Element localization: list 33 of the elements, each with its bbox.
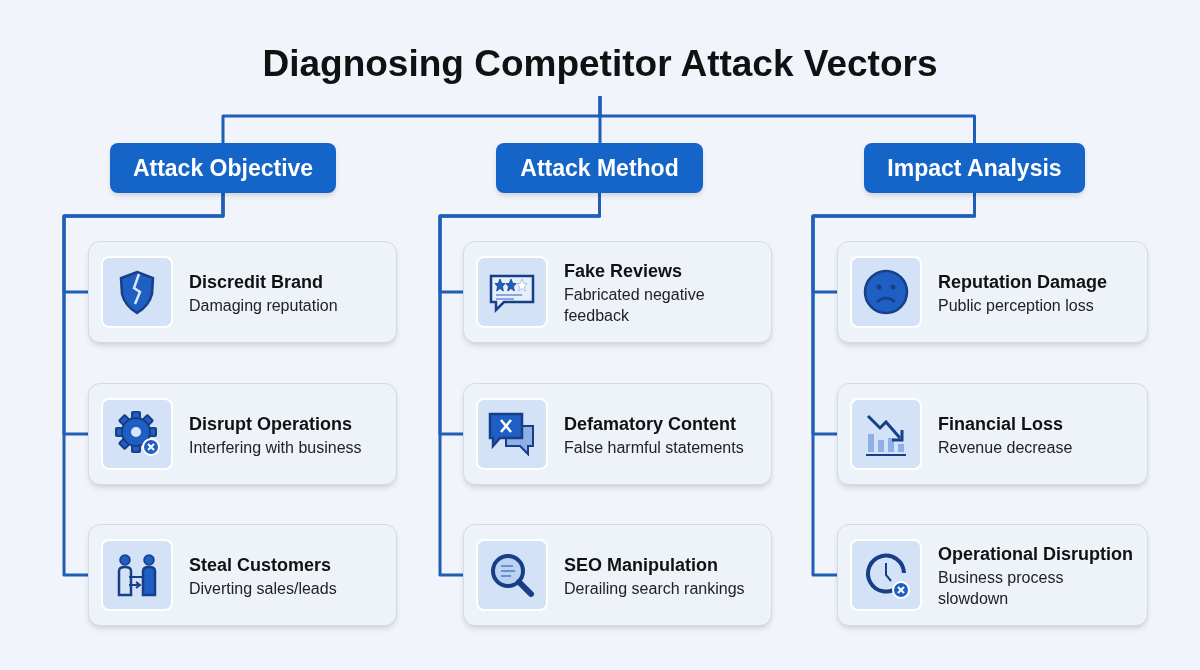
item-description: Derailing search rankings	[564, 578, 745, 599]
item-title: SEO Manipulation	[564, 553, 719, 577]
connector-line	[62, 193, 225, 577]
item-title: Disrupt Operations	[189, 412, 354, 436]
item-description: Business process slowdown	[938, 568, 1065, 609]
item-card	[88, 241, 397, 343]
item-title: Defamatory Content	[564, 412, 738, 436]
category-header: Attack Method	[496, 143, 703, 193]
category-header: Attack Objective	[110, 143, 336, 193]
item-description: Interfering with business	[189, 437, 362, 458]
item-card	[463, 383, 772, 485]
item-title: Operational Disruption	[938, 543, 1134, 566]
connector-line	[598, 96, 976, 143]
item-card	[88, 524, 397, 626]
item-description: Revenue decrease	[938, 437, 1073, 458]
item-card	[837, 241, 1148, 343]
item-card	[837, 524, 1148, 626]
item-card	[463, 241, 772, 343]
item-title: Financial Loss	[938, 412, 1065, 436]
item-card	[463, 524, 772, 626]
item-description: Damaging reputation	[189, 295, 338, 316]
diagram-title: Diagnosing Competitor Attack Vectors	[261, 42, 939, 86]
item-description: Diverting sales/leads	[189, 578, 337, 599]
category-header: Impact Analysis	[864, 143, 1085, 193]
item-card	[88, 383, 397, 485]
item-title: Steal Customers	[189, 553, 333, 577]
item-description: False harmful statements	[564, 437, 744, 458]
item-description: Public perception loss	[938, 295, 1095, 316]
item-card	[837, 383, 1148, 485]
item-title: Reputation Damage	[938, 270, 1108, 294]
item-description: Fabricated negative feedback	[564, 285, 706, 326]
item-title: Fake Reviews	[564, 260, 684, 283]
item-title: Discredit Brand	[189, 270, 325, 294]
